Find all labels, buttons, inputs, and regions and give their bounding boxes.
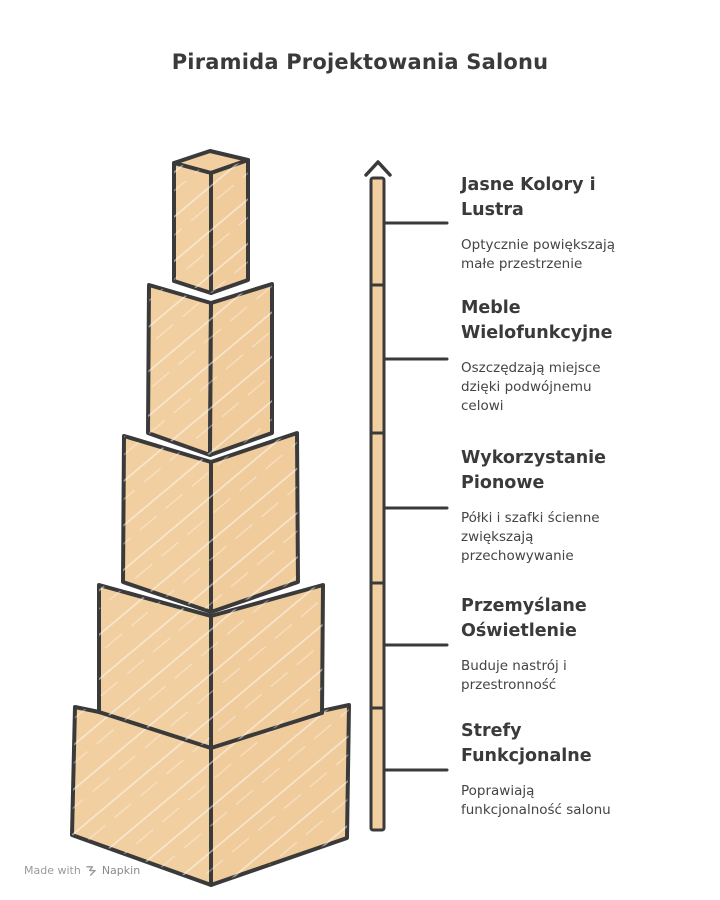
level-label-1: Jasne Kolory i Lustra Optycznie powiększ… <box>461 173 706 274</box>
level-label-3: Wykorzystanie Pionowe Półki i szafki ści… <box>461 446 706 566</box>
level-description: Buduje nastrój i przestronność <box>461 658 567 693</box>
tier-strefy-funkcjonalne <box>70 703 351 887</box>
tier-meble-wielofunkcyjne <box>146 282 274 457</box>
made-with-napkin-footer[interactable]: Made with Napkin <box>24 864 140 877</box>
progress-arrow <box>364 160 392 832</box>
level-title: Meble Wielofunkcyjne <box>461 298 613 343</box>
napkin-brand: Napkin <box>101 864 141 877</box>
tier-przemyslane-oswietlenie <box>97 583 325 750</box>
page-title: Piramida Projektowania Salonu <box>171 50 549 74</box>
level-title: Przemyślane Oświetlenie <box>461 596 587 641</box>
level-description: Optycznie powiększają małe przestrzenie <box>461 237 616 272</box>
arrow-head <box>364 160 392 177</box>
level-label-4: Przemyślane Oświetlenie Buduje nastrój i… <box>461 594 706 695</box>
level-title: Wykorzystanie Pionowe <box>461 448 607 493</box>
level-title: Strefy Funkcjonalne <box>461 721 592 766</box>
label-connectors <box>382 221 449 772</box>
napkin-logo-icon <box>86 866 96 876</box>
level-label-2: Meble Wielofunkcyjne Oszczędzają miejsce… <box>461 296 706 416</box>
made-with-text: Made with <box>24 864 81 877</box>
level-description: Oszczędzają miejsce dzięki podwójnemu ce… <box>461 360 601 414</box>
tier-wykorzystanie-pionowe <box>121 431 300 614</box>
level-description: Poprawiają funkcjonalność salonu <box>461 783 611 818</box>
level-description: Półki i szafki ścienne zwiększają przech… <box>461 510 600 564</box>
arrow-shaft <box>369 176 386 832</box>
tier-jasne-kolory-i-lustra <box>172 149 250 295</box>
level-label-5: Strefy Funkcjonalne Poprawiają funkcjona… <box>461 719 706 820</box>
level-title: Jasne Kolory i Lustra <box>461 175 596 220</box>
